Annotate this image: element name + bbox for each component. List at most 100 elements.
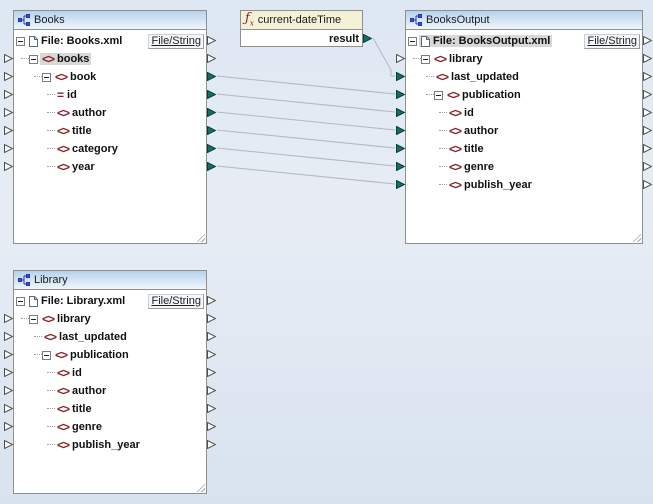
input-port[interactable] (4, 331, 14, 342)
collapse-toggle[interactable] (29, 314, 38, 324)
resize-handle[interactable] (196, 483, 205, 492)
collapse-toggle[interactable] (42, 72, 51, 82)
file-string-button[interactable]: File/String (148, 293, 204, 309)
tree-item-category[interactable]: <>category (4, 140, 217, 158)
connection-author-to-author[interactable] (216, 111, 396, 131)
connection-title-to-title[interactable] (216, 129, 396, 149)
output-port[interactable] (207, 331, 217, 342)
output-port-connected[interactable] (207, 143, 217, 154)
output-port[interactable] (207, 403, 217, 414)
output-port[interactable] (643, 89, 653, 100)
selected-node[interactable]: <>books (40, 53, 92, 65)
output-port[interactable] (643, 107, 653, 118)
tree-item-result[interactable]: result (241, 30, 373, 48)
output-port[interactable] (207, 35, 217, 46)
input-port[interactable] (4, 403, 14, 414)
output-port[interactable] (643, 143, 653, 154)
output-port[interactable] (207, 439, 217, 450)
collapse-toggle[interactable] (29, 54, 38, 64)
output-port-connected[interactable] (207, 71, 217, 82)
node[interactable]: <>title (55, 403, 94, 415)
output-port[interactable] (207, 295, 217, 306)
output-port-connected[interactable] (207, 161, 217, 172)
output-port-connected[interactable] (207, 125, 217, 136)
output-port-connected[interactable] (207, 107, 217, 118)
input-port[interactable] (4, 385, 14, 396)
tree-item-author[interactable]: <>author (396, 122, 653, 140)
output-port[interactable] (207, 53, 217, 64)
node[interactable]: <>library (40, 313, 93, 325)
node[interactable]: <>year (55, 161, 97, 173)
output-port[interactable] (643, 35, 653, 46)
node[interactable]: <>category (55, 143, 120, 155)
output-port[interactable] (643, 53, 653, 64)
node[interactable]: <>title (447, 143, 486, 155)
node[interactable]: <>publish_year (55, 439, 142, 451)
node[interactable]: <>author (447, 125, 500, 137)
output-port[interactable] (643, 161, 653, 172)
input-port[interactable] (4, 161, 14, 172)
input-port-connected[interactable] (396, 89, 406, 100)
collapse-toggle[interactable] (16, 36, 25, 46)
node[interactable]: <>last_updated (42, 331, 129, 343)
output-port[interactable] (207, 421, 217, 432)
tree-item-publish_year[interactable]: <>publish_year (4, 436, 217, 454)
output-port[interactable] (207, 313, 217, 324)
input-port[interactable] (4, 125, 14, 136)
input-port-connected[interactable] (396, 107, 406, 118)
tree-item-publication[interactable]: <>publication (4, 346, 217, 364)
input-port[interactable] (4, 107, 14, 118)
node[interactable]: <>author (55, 107, 108, 119)
input-port[interactable] (4, 349, 14, 360)
node[interactable]: <>genre (447, 161, 496, 173)
tree-item-title[interactable]: <>title (4, 122, 217, 140)
node[interactable]: <>id (447, 107, 476, 119)
tree-item-last_updated[interactable]: <>last_updated (4, 328, 217, 346)
input-port[interactable] (4, 89, 14, 100)
component-header-library[interactable]: Library (14, 271, 206, 290)
tree-item-library[interactable]: <>library (396, 50, 653, 68)
collapse-toggle[interactable] (42, 350, 51, 360)
connection-result-to-last_updated[interactable] (372, 37, 395, 77)
node[interactable]: <>publication (445, 89, 523, 101)
output-port-connected[interactable] (363, 33, 373, 44)
file-string-button[interactable]: File/String (584, 33, 640, 49)
node[interactable]: <>genre (55, 421, 104, 433)
input-port[interactable] (4, 367, 14, 378)
tree-item-library[interactable]: <>library (4, 310, 217, 328)
input-port[interactable] (4, 439, 14, 450)
input-port-connected[interactable] (396, 125, 406, 136)
node[interactable]: <>title (55, 125, 94, 137)
collapse-toggle[interactable] (421, 54, 430, 64)
tree-item-title[interactable]: <>title (396, 140, 653, 158)
output-port-connected[interactable] (207, 89, 217, 100)
file-string-button[interactable]: File/String (148, 33, 204, 49)
input-port[interactable] (4, 71, 14, 82)
input-port[interactable] (4, 143, 14, 154)
node[interactable]: <>book (53, 71, 98, 83)
component-header-books[interactable]: Books (14, 11, 206, 30)
input-port-connected[interactable] (396, 71, 406, 82)
tree-item-book[interactable]: <>book (4, 68, 217, 86)
node[interactable]: <>publication (53, 349, 131, 361)
input-port[interactable] (4, 53, 14, 64)
output-port[interactable] (643, 179, 653, 190)
output-port[interactable] (207, 349, 217, 360)
input-port[interactable] (396, 53, 406, 64)
connection-year-to-publish_year[interactable] (216, 165, 396, 185)
tree-item-title[interactable]: <>title (4, 400, 217, 418)
input-port-connected[interactable] (396, 143, 406, 154)
tree-item-year[interactable]: <>year (4, 158, 217, 176)
component-header-booksoutput[interactable]: BooksOutput (406, 11, 642, 30)
input-port[interactable] (4, 313, 14, 324)
output-port[interactable] (643, 125, 653, 136)
tree-item-books[interactable]: <>books (4, 50, 217, 68)
output-port[interactable] (207, 385, 217, 396)
